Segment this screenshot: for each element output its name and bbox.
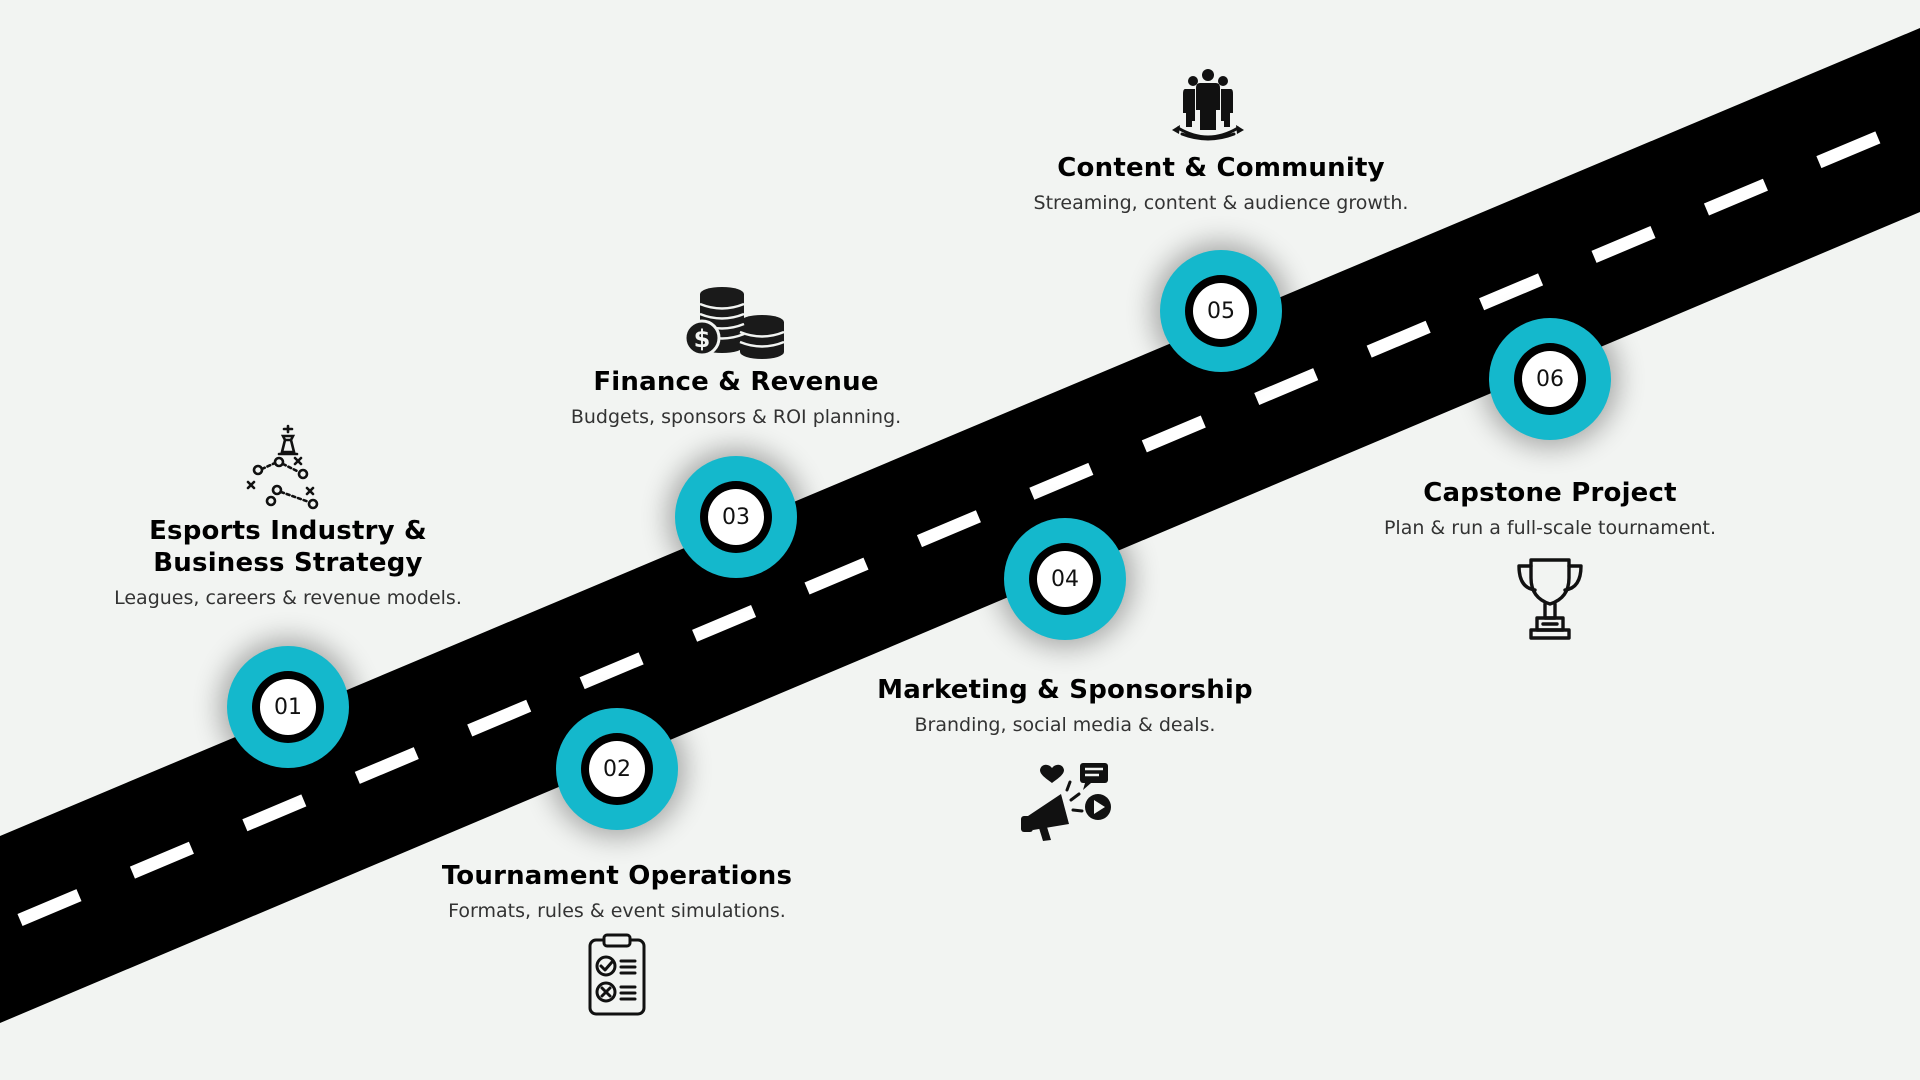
step-label-06: Capstone Project Plan & run a full-scale… — [1384, 477, 1716, 539]
step-description: Branding, social media & deals. — [914, 714, 1216, 736]
megaphone-social-icon — [1021, 763, 1111, 841]
step-number: 04 — [1037, 551, 1093, 607]
step-node-01: 01 — [227, 646, 349, 768]
clipboard-checklist-icon — [588, 933, 646, 1016]
step-node-06: 06 — [1489, 318, 1611, 440]
step-title: Capstone Project — [1423, 478, 1677, 508]
step-title: Marketing & Sponsorship — [877, 675, 1253, 705]
step-node-02: 02 — [556, 708, 678, 830]
strategy-chess-play-icon — [246, 424, 319, 510]
node-ring: 01 — [252, 671, 324, 743]
coin-stacks-dollar-icon: $ — [683, 287, 785, 359]
lane-marking — [17, 122, 1903, 926]
step-number: 05 — [1193, 283, 1249, 339]
step-label-01: Esports Industry & Business Strategy Lea… — [114, 515, 462, 609]
step-label-04: Marketing & Sponsorship Branding, social… — [877, 674, 1253, 736]
step-title: Business Strategy — [153, 548, 423, 578]
step-title: Finance & Revenue — [593, 367, 879, 397]
step-description: Budgets, sponsors & ROI planning. — [570, 406, 902, 428]
step-title: Esports Industry & — [149, 516, 427, 546]
node-ring: 05 — [1185, 275, 1257, 347]
node-ring: 02 — [581, 733, 653, 805]
step-title: Content & Community — [1057, 153, 1385, 183]
step-description: Leagues, careers & revenue models. — [114, 587, 462, 609]
step-description: Plan & run a full-scale tournament. — [1383, 517, 1717, 539]
step-number: 02 — [589, 741, 645, 797]
node-ring: 06 — [1514, 343, 1586, 415]
step-number: 03 — [708, 489, 764, 545]
step-label-02: Tournament Operations Formats, rules & e… — [442, 860, 792, 922]
step-number: 06 — [1522, 351, 1578, 407]
community-people-icon — [1172, 69, 1244, 141]
node-ring: 03 — [700, 481, 772, 553]
step-label-05: Content & Community Streaming, content &… — [1034, 152, 1409, 214]
trophy-icon — [1517, 558, 1583, 640]
step-title: Tournament Operations — [441, 861, 793, 891]
node-ring: 04 — [1029, 543, 1101, 615]
step-node-03: 03 — [675, 456, 797, 578]
step-number: 01 — [260, 679, 316, 735]
step-label-03: Finance & Revenue Budgets, sponsors & RO… — [571, 366, 901, 428]
svg-text:$: $ — [694, 325, 711, 353]
step-node-04: 04 — [1004, 518, 1126, 640]
step-description: Streaming, content & audience growth. — [1033, 192, 1409, 214]
step-node-05: 05 — [1160, 250, 1282, 372]
step-description: Formats, rules & event simulations. — [448, 900, 786, 922]
